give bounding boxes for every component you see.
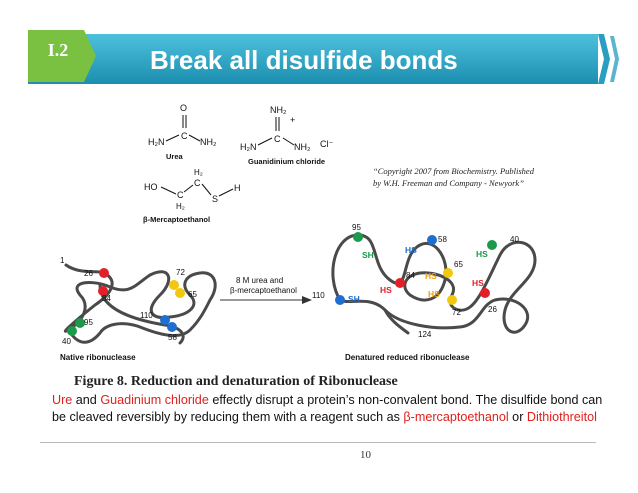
footer-rule [40,442,596,443]
urea-name: Urea [166,152,184,161]
denatured-ribonuclease [331,233,537,335]
guan-cl: Cl⁻ [320,139,333,149]
svg-text:72: 72 [452,308,461,317]
bme-h: H [234,183,241,193]
guanidinium-term: Guadinium chloride [100,393,209,407]
guanidinium-structure: NH₂ + C H₂N NH₂ Cl⁻ Guanidinium chloride [240,105,333,166]
svg-text:65: 65 [454,260,463,269]
denatured-group-labels: SH HS HS HS HS HS SH HS [348,245,488,304]
svg-text:40: 40 [510,235,519,244]
svg-text:40: 40 [62,337,71,346]
native-blue-cys [160,315,170,325]
svg-text:58: 58 [438,235,447,244]
guan-nh2-top: NH₂ [270,105,287,115]
guan-nh2: NH₂ [294,142,311,152]
urea-nh2: NH₂ [200,137,217,147]
ribonuclease-diagram: O C H₂N NH₂ Urea NH₂ + C H₂N NH₂ Cl⁻ Gua… [60,103,537,362]
bme-name: β-Mercaptoethanol [143,215,210,224]
native-residue-labels: 1 26 84 72 65 110 95 40 58 [60,256,197,346]
svg-text:110: 110 [312,291,325,300]
svg-text:26: 26 [84,269,93,278]
figure-caption: Figure 8. Reduction and denaturation of … [74,374,398,389]
dithiothreitol-term: Dithiothreitol [526,410,597,424]
guan-name: Guanidinium chloride [248,157,325,166]
svg-text:SH: SH [362,250,374,260]
svg-text:58: 58 [168,333,177,342]
svg-text:84: 84 [102,294,111,303]
bme-s: S [212,194,218,204]
urea-c: C [181,131,188,141]
native-green-cys [75,318,85,328]
page-number: 10 [360,449,371,461]
arrow-label-2: β-mercaptoethanol [230,286,297,295]
svg-text:95: 95 [352,223,361,232]
bme-h2-b: H₂ [176,202,185,211]
native-blue-cys [167,322,177,332]
svg-text:HS: HS [476,249,488,259]
native-yellow-cys [169,280,179,290]
native-yellow-cys [175,288,185,298]
urea-term: Ure [52,393,73,407]
mercaptoethanol-structure: HO H₂ C C H₂ S H β-Mercaptoethanol [143,168,241,224]
guan-h2n: H₂N [240,142,257,152]
bme-ho: HO [144,182,158,192]
urea-o: O [180,103,187,113]
svg-text:1: 1 [60,256,65,265]
svg-text:26: 26 [488,305,497,314]
native-green-cys [67,326,77,336]
urea-structure: O C H₂N NH₂ Urea [148,103,217,161]
svg-text:84: 84 [406,271,415,280]
body-paragraph: Ure and Guadinium chloride effectly disr… [52,393,603,424]
svg-text:HS: HS [472,278,484,288]
section-badge: I.2 [47,40,69,60]
bme-h2-a: H₂ [194,168,203,177]
guan-c: C [274,134,281,144]
copyright-note: “Copyright 2007 from Biochemistry. Publi… [373,166,534,188]
native-red-cys [98,286,108,296]
bme-c-a: C [194,178,201,188]
urea-h2n: H₂N [148,137,165,147]
reaction-arrow [220,296,312,304]
native-bond-markers [67,268,185,336]
svg-text:95: 95 [84,318,93,327]
svg-text:HS: HS [425,271,437,281]
svg-text:HS: HS [428,289,440,299]
svg-text:HS: HS [380,285,392,295]
svg-text:65: 65 [188,290,197,299]
slide-title: Break all disulfide bonds [150,45,458,75]
section-badge-shape [28,30,96,82]
denatured-name: Denatured reduced ribonuclease [345,353,470,362]
svg-text:SH: SH [348,294,360,304]
guan-plus: + [290,115,295,125]
svg-text:110: 110 [140,311,153,320]
arrow-label-1: 8 M urea and [236,276,283,285]
title-banner [28,30,619,84]
svg-text:HS: HS [405,245,417,255]
bme-c-b: C [177,190,184,200]
svg-text:72: 72 [176,268,185,277]
native-name: Native ribonuclease [60,353,136,362]
native-red-cys [99,268,109,278]
svg-text:124: 124 [418,330,432,339]
denatured-residue-labels: 95 58 40 84 65 110 72 26 124 [312,223,519,339]
denatured-cys-markers [335,232,497,305]
mercaptoethanol-term: β-mercaptoethanol [403,410,509,424]
